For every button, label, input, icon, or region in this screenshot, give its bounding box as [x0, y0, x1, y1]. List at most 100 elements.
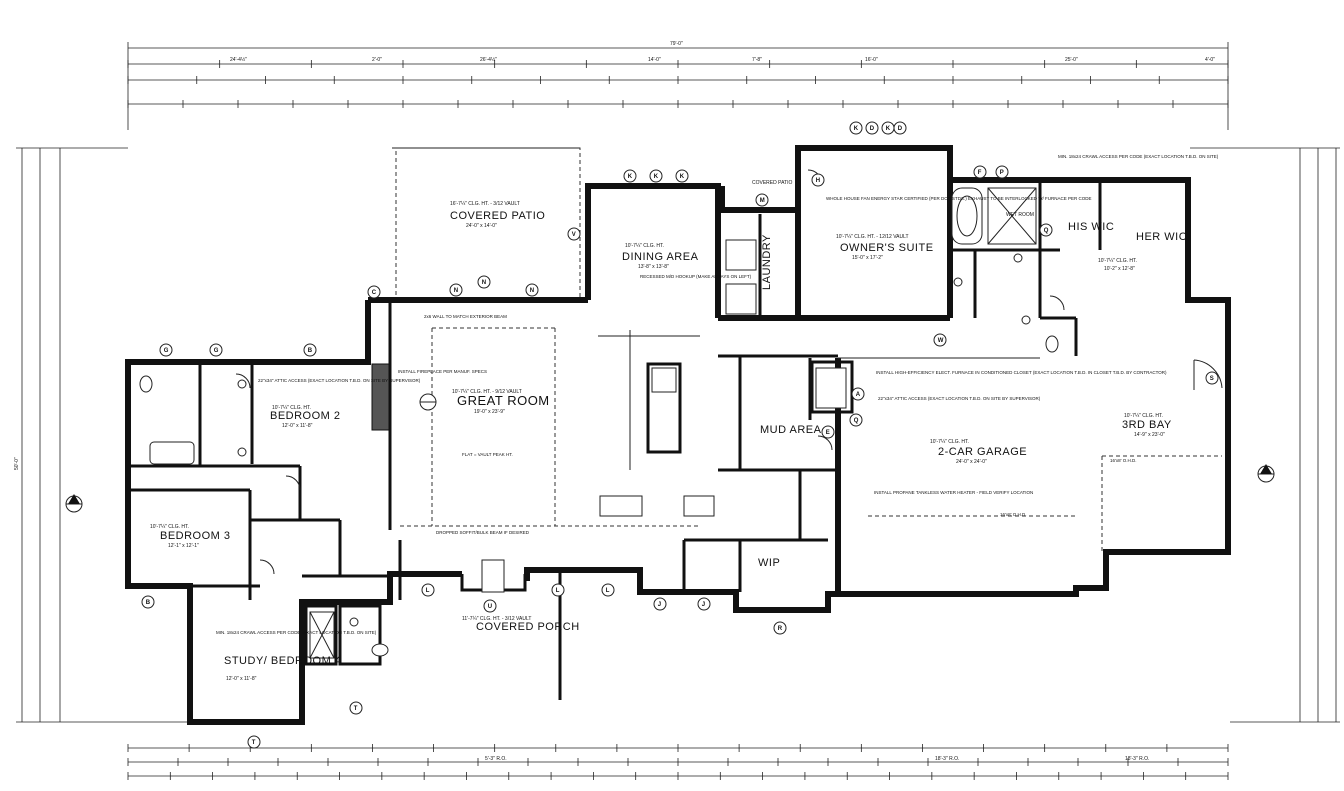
exhaust-note: WHOLE HOUSE FAN ENERGY STAR CERTIFIED (P…	[826, 196, 1092, 201]
tag-bubble	[653, 597, 667, 611]
fixtures	[139, 187, 1059, 659]
dim-bottom-ro-2: 18'-3" R.O.	[935, 756, 959, 762]
tag-bubble	[1039, 223, 1053, 237]
tag-bubble	[525, 283, 539, 297]
bedroom2-size: 12'-0" x 11'-8"	[282, 423, 313, 429]
tag-letter: S	[1210, 376, 1214, 382]
tag-bubble	[623, 169, 637, 183]
bathtub-icon	[149, 441, 195, 465]
tag-bubble	[649, 169, 663, 183]
bedroom2-label: BEDROOM 2	[270, 410, 341, 422]
dim-top-1: 24'-4½"	[230, 56, 247, 63]
porch-label: COVERED PORCH	[476, 621, 580, 633]
tag-bubble	[483, 599, 497, 613]
owners-suite-sub: 10'-7¼" CLG. HT. - 12/12 VAULT	[836, 234, 909, 240]
dim-top-4: 14'-0"	[648, 57, 661, 63]
tag-bubble	[973, 165, 987, 179]
attic-note-1: 22"x34" ATTIC ACCESS (EXACT LOCATION T.B…	[258, 378, 421, 383]
bedroom3-size: 12'-1" x 12'-1"	[168, 543, 199, 549]
tag-bubble	[849, 413, 863, 427]
tag-bubble	[551, 583, 565, 597]
tag-bubble	[995, 165, 1009, 179]
her-wic-sub: 10'-7¼" CLG. HT.	[1098, 258, 1137, 264]
tag-bubble	[303, 343, 317, 357]
tag-letter: K	[654, 174, 659, 180]
tag-letter: H	[816, 178, 820, 184]
room-labels: 16'-7¼" CLG. HT. - 3/12 VAULT COVERED PA…	[150, 180, 1187, 682]
tag-letter: W	[938, 338, 944, 344]
bedroom3-sub: 10'-7¼" CLG. HT.	[150, 524, 189, 530]
bedroom3-label: BEDROOM 3	[160, 530, 231, 542]
crawl-note-2: MIN. 18x24 CRAWL ACCESS PER CODE (EXACT …	[1058, 154, 1219, 159]
tag-bubble	[349, 701, 363, 715]
dim-top-3: 26'-4½"	[480, 56, 497, 63]
tag-bubble	[601, 583, 615, 597]
tag-bubble	[367, 285, 381, 299]
covered-patio-sub: 16'-7¼" CLG. HT. - 3/12 VAULT	[450, 201, 520, 207]
attic-note-2: 22"x34" ATTIC ACCESS (EXACT LOCATION T.B…	[878, 396, 1041, 401]
dining-label: DINING AREA	[622, 251, 699, 263]
tag-letter: C	[372, 290, 377, 296]
tag-letter: K	[886, 126, 891, 132]
tag-bubble	[933, 333, 947, 347]
tag-bubble	[893, 121, 907, 135]
tag-letter: Q	[1044, 228, 1049, 234]
tag-bubble	[247, 735, 261, 749]
fireplace-note: INSTALL FIREPLACE PER MANUF. SPECS	[398, 369, 487, 374]
tag-bubble	[477, 275, 491, 289]
tag-bubble	[567, 227, 581, 241]
dim-top-2: 2'-0"	[372, 57, 382, 63]
tag-letter: G	[214, 348, 219, 354]
toilet-icon	[1045, 335, 1059, 353]
tag-letter: J	[702, 602, 705, 608]
wet-room-label: WET ROOM	[1006, 212, 1034, 218]
tag-letter: F	[978, 170, 982, 176]
garage-door-1: 16'x8' O.H.D.	[1110, 458, 1136, 463]
covered-patio-small-label: COVERED PATIO	[752, 180, 792, 186]
tag-letter: P	[1000, 170, 1004, 176]
toilet-icon	[371, 643, 389, 657]
section-markers	[65, 393, 1275, 513]
owners-suite-label: OWNER'S SUITE	[840, 242, 934, 254]
tag-bubble	[159, 343, 173, 357]
garage-sub: 10'-7¼" CLG. HT.	[930, 439, 969, 445]
fireplace-block	[371, 363, 391, 431]
toilet-icon	[139, 375, 153, 393]
tag-letter: L	[606, 588, 610, 594]
tag-bubble	[675, 169, 689, 183]
tag-bubble	[755, 193, 769, 207]
furnace-note: INSTALL HIGH-EFFICIENCY ELECT. FURNACE I…	[876, 370, 1167, 375]
garage-label: 2-CAR GARAGE	[938, 446, 1027, 458]
tag-letter: T	[354, 706, 358, 712]
tag-letter: B	[308, 348, 313, 354]
tag-letter: V	[572, 232, 576, 238]
tag-bubble	[141, 595, 155, 609]
water-heater-note: INSTALL PROPANE TANKLESS WATER HEATER - …	[874, 490, 1033, 495]
tag-letter: L	[426, 588, 430, 594]
dim-top-7: 25'-0"	[1065, 57, 1078, 63]
mud-area-label: MUD AREA	[760, 424, 822, 436]
third-bay-sub: 10'-7¼" CLG. HT.	[1124, 413, 1163, 419]
dim-bottom-ro-3: 18'-3" R.O.	[1125, 756, 1149, 762]
tag-letter: U	[488, 604, 492, 610]
dim-overall: 79'-0"	[670, 41, 683, 47]
dim-top-5: 7'-8"	[752, 57, 762, 63]
wall-note: 2x6 WALL TO MATCH EXTERIOR BEAM	[424, 314, 507, 319]
great-room-size: 19'-0" x 23'-9"	[474, 409, 505, 415]
her-wic-label: HER WIC	[1136, 231, 1187, 243]
tag-letter: L	[556, 588, 560, 594]
study-label: STUDY/ BEDROOM 4	[224, 655, 341, 667]
tag-letter: R	[778, 626, 783, 632]
top-dimensions: 79'-0" 24'-4½" 2'-0" 26'-4½" 14'-0" 7'-8…	[127, 41, 1229, 130]
dining-sub: 10'-7¼" CLG. HT.	[625, 243, 664, 249]
tag-letter: M	[760, 198, 765, 204]
microwave-note: RECESSED M/D HOOKUP (MAKE ALWAYS ON LEFT…	[640, 274, 752, 279]
tag-letter: N	[530, 288, 534, 294]
tag-bubble	[865, 121, 879, 135]
tag-bubble	[449, 283, 463, 297]
crawl-note-1: MIN. 18x24 CRAWL ACCESS PER CODE (EXACT …	[216, 630, 377, 635]
study-size: 12'-0" x 11'-8"	[226, 676, 257, 682]
tag-letter: N	[482, 280, 486, 286]
her-wic-size: 10'-2" x 12'-8"	[1104, 266, 1135, 272]
